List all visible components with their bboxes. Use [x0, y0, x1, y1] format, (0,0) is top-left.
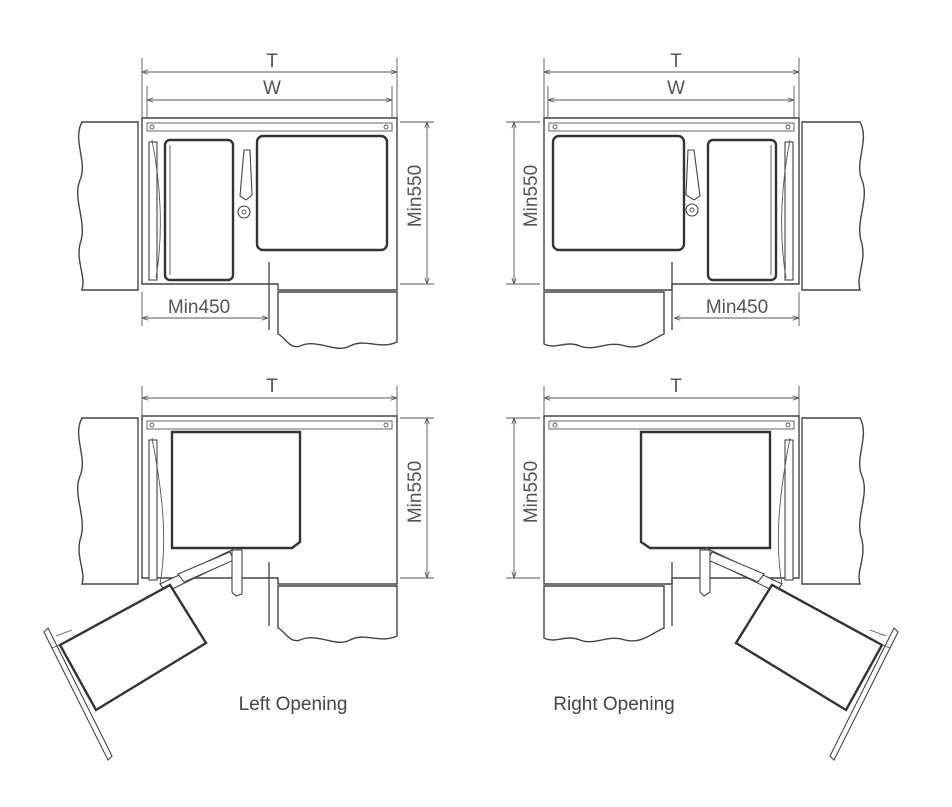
swing-arc — [777, 437, 791, 585]
front-basket-swung-out — [58, 583, 208, 712]
screw — [383, 422, 389, 428]
caption-right-opening: Right Opening — [553, 694, 674, 715]
caption-left-opening: Left Opening — [239, 694, 348, 715]
door-bracket — [51, 629, 73, 649]
lower-adjacent-cabinet — [543, 585, 665, 643]
dim-w-label: W — [667, 78, 685, 99]
back-rail — [146, 420, 393, 430]
hinge-arm — [699, 549, 711, 597]
back-rail — [548, 122, 795, 132]
swing-arc — [781, 139, 791, 279]
dim-t-label: T — [266, 376, 278, 397]
screw — [785, 124, 791, 130]
swing-arc — [151, 139, 161, 279]
screw — [785, 422, 791, 428]
dim-depth-label: Min550 — [405, 165, 426, 227]
side-mount-rail — [784, 141, 794, 281]
right-basket — [706, 138, 778, 282]
rear-basket — [639, 430, 772, 550]
left-basket — [551, 134, 686, 252]
panel-top-left: T W Min550 M — [76, 51, 434, 349]
dim-depth-label: Min550 — [405, 461, 426, 523]
lower-adjacent-cabinet — [277, 291, 398, 349]
adjacent-cabinet — [76, 121, 139, 291]
dim-t-label: T — [670, 376, 682, 397]
dim-w-label: W — [263, 78, 281, 99]
hinge-arm — [685, 149, 701, 201]
adjacent-cabinet — [801, 417, 866, 585]
panel-bottom-right: T Min550 Right Opening — [506, 376, 899, 761]
screw — [552, 422, 558, 428]
screw — [552, 124, 558, 130]
dim-opening-label: Min450 — [168, 297, 230, 318]
side-mount-rail — [148, 141, 158, 281]
door-bracket — [869, 629, 891, 649]
screw — [383, 124, 389, 130]
adjacent-cabinet — [801, 121, 866, 291]
dim-t-label: T — [266, 51, 278, 72]
door-panel — [829, 627, 899, 761]
rear-basket — [170, 430, 302, 550]
side-mount-rail — [784, 439, 794, 581]
panel-top-right: T W Min550 Min450 — [506, 51, 866, 349]
door-panel — [43, 627, 113, 761]
back-rail — [146, 122, 393, 132]
hinge-arm — [231, 549, 243, 597]
dim-depth-label: Min550 — [521, 461, 542, 523]
adjacent-cabinet — [76, 417, 139, 585]
screw — [149, 124, 155, 130]
screw — [149, 422, 155, 428]
back-rail — [548, 420, 795, 430]
dim-depth-label: Min550 — [521, 165, 542, 227]
left-basket — [163, 138, 235, 282]
dim-opening-label: Min450 — [706, 297, 768, 318]
pivot-icon — [685, 203, 699, 217]
pivot-icon — [237, 205, 251, 219]
lower-adjacent-cabinet — [543, 291, 665, 349]
lower-adjacent-cabinet — [277, 585, 398, 643]
pivot-center — [241, 209, 247, 215]
hinge-arm — [239, 149, 253, 201]
front-basket-swung-out — [734, 583, 884, 712]
panel-bottom-left: T Min550 Left Opening — [43, 376, 434, 761]
right-basket — [255, 134, 389, 252]
swing-arc — [151, 437, 165, 585]
pivot-center — [689, 207, 695, 213]
side-mount-rail — [148, 439, 158, 581]
dim-t-label: T — [670, 51, 682, 72]
